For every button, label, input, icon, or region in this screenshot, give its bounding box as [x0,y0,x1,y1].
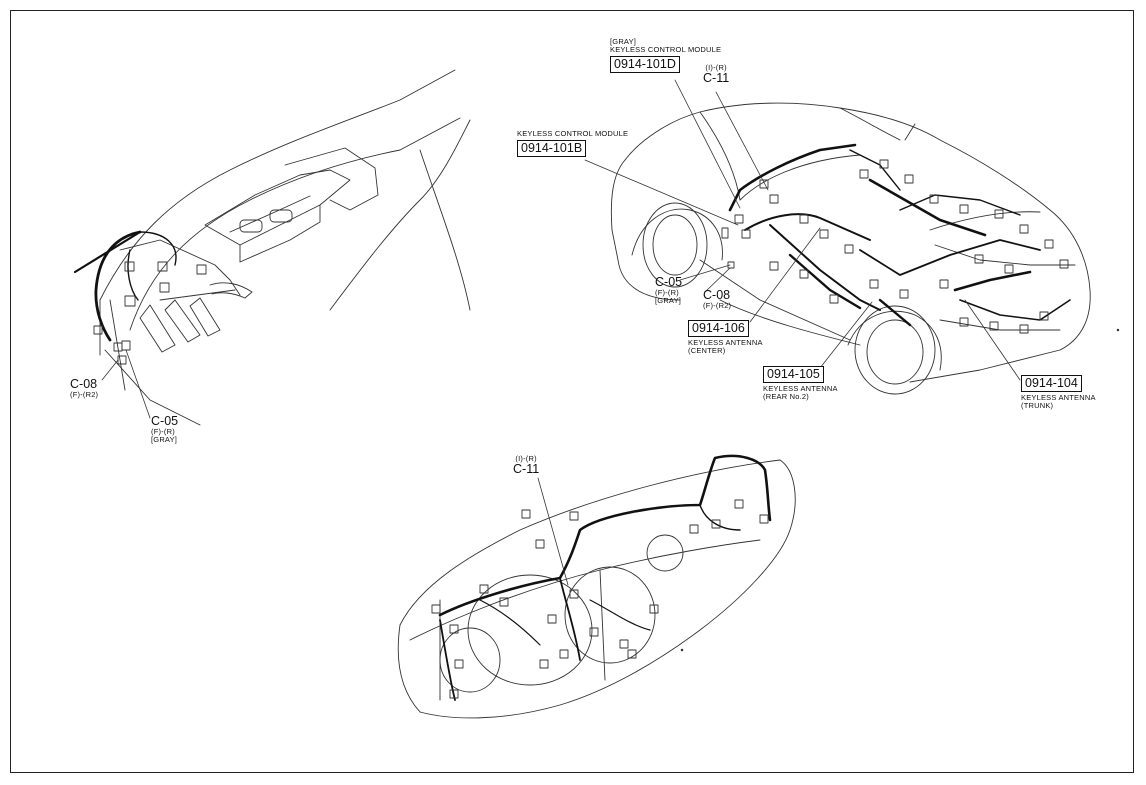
antenna-rear2-label: 0914-105 KEYLESS ANTENNA (REAR No.2) [763,366,838,401]
c05-car-color: [GRAY] [655,296,682,305]
dot-2 [680,648,684,652]
c08-left-label: C-08 (F)-(R2) [70,377,99,400]
module-b-label: KEYLESS CONTROL MODULE 0914-101B [517,129,629,158]
c05-left-label: C-05 (F)-(R) [GRAY] [151,414,179,444]
antenna-trunk-label: 0914-104 KEYLESS ANTENNA (TRUNK) [1021,375,1096,410]
c11-car-label: (I)-(R) C-11 [703,64,729,85]
antenna-rear2-name: KEYLESS ANTENNA [763,384,838,394]
c08-car-label: C-08 (F)-(R2) [703,288,732,311]
module-b-name: KEYLESS CONTROL MODULE [517,129,629,138]
antenna-rear2-ref: 0914-105 [763,366,824,384]
antenna-center-label: 0914-106 KEYLESS ANTENNA (CENTER) [688,320,763,355]
c08-left-pos: (F)-(R2) [70,390,99,400]
antenna-trunk-ref: 0914-104 [1021,375,1082,393]
c05-car-pos: (F)-(R) [655,288,679,298]
antenna-trunk-sub: (TRUNK) [1021,401,1054,411]
dashboard-view-art [397,454,796,719]
car-view-art [584,79,1091,395]
module-d-label: [GRAY] KEYLESS CONTROL MODULE 0914-101D [610,37,722,74]
footwell-view-art [73,69,471,426]
c08-left-code: C-08 [70,377,98,391]
module-d-name: KEYLESS CONTROL MODULE [610,44,722,54]
c11-car-pos: (I)-(R) [705,63,727,72]
module-d-color: [GRAY] [610,37,637,46]
c05-left-color: [GRAY] [151,435,178,444]
antenna-center-name: KEYLESS ANTENNA [688,338,763,348]
c05-left-code: C-05 [151,414,179,428]
c05-car-label: C-05 (F)-(R) [GRAY] [655,275,683,305]
antenna-trunk-name: KEYLESS ANTENNA [1021,393,1096,403]
c08-car-pos: (F)-(R2) [703,301,732,311]
diagram-frame [10,10,1134,773]
c11-car-code: C-11 [703,70,730,85]
c11-dash-label: (I)-(R) C-11 [513,455,539,476]
module-d-ref: 0914-101D [610,55,680,74]
c11-dash-code: C-11 [513,461,540,476]
c08-car-code: C-08 [703,288,731,302]
c05-left-pos: (F)-(R) [151,427,175,437]
dot-1 [1116,328,1120,332]
c05-car-code: C-05 [655,275,683,289]
c11-dash-pos: (I)-(R) [515,454,537,463]
antenna-rear2-sub: (REAR No.2) [763,392,809,402]
antenna-center-sub: (CENTER) [688,346,726,356]
antenna-center-ref: 0914-106 [688,320,749,338]
module-b-ref: 0914-101B [517,139,587,158]
